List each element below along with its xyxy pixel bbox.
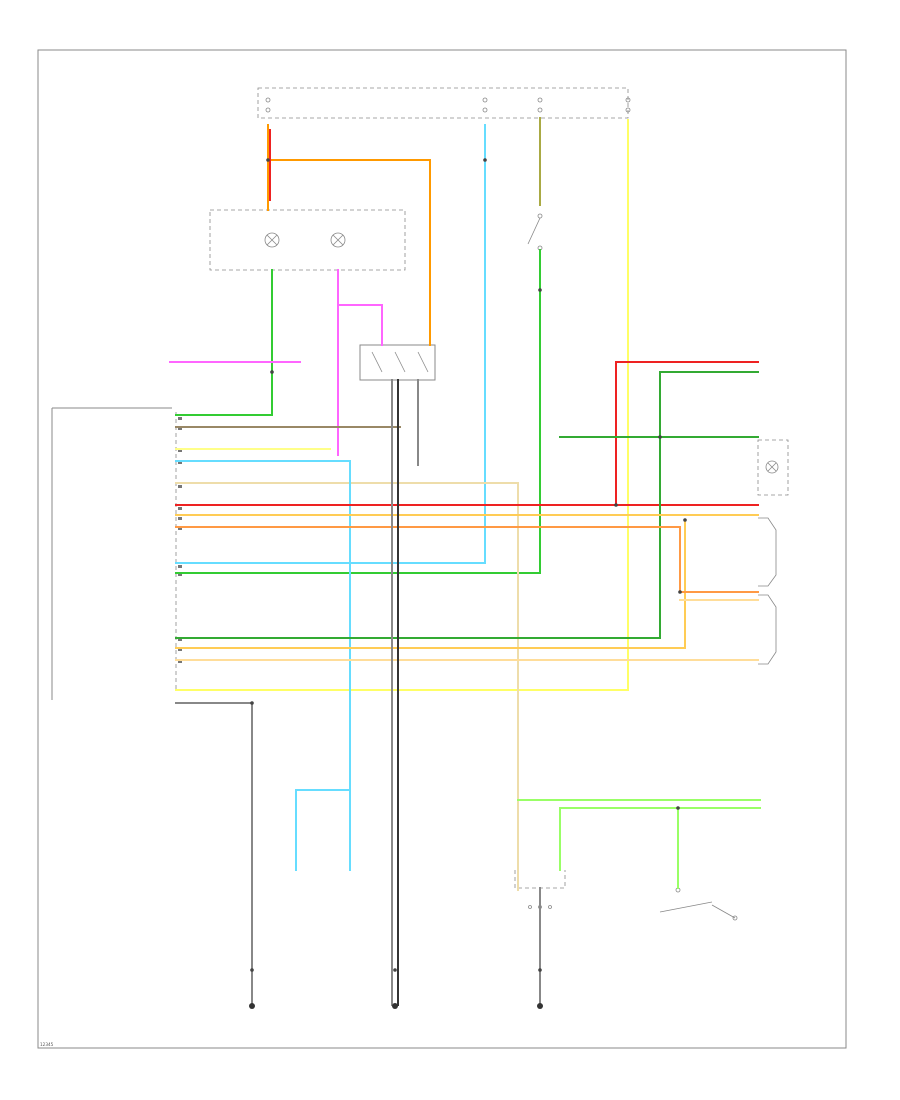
fuse-3 (537, 97, 543, 113)
wire-pink-2 (337, 269, 383, 456)
wires (169, 117, 761, 1006)
relay-contacts (371, 351, 429, 373)
relay-box (359, 344, 436, 381)
fuse-2 (482, 97, 488, 113)
selector-switch (659, 887, 738, 921)
wire-green-rear (175, 371, 759, 639)
wire-orange-feed (267, 124, 431, 346)
wire-light-blue-1 (175, 124, 486, 564)
wire-green-brake (175, 249, 541, 574)
indicator-lamp-1 (264, 232, 280, 248)
abs-module-pins (178, 417, 182, 663)
indicator-lamp-2 (330, 232, 346, 248)
wire-gray-ground-left (175, 702, 253, 1006)
wire-green-cluster (175, 269, 273, 416)
wire-light-blue-2 (175, 460, 351, 871)
ground-symbol-left (249, 1003, 255, 1009)
left-front-abs-sensor (758, 594, 777, 665)
splice-dots (250, 158, 687, 972)
right-front-abs-sensor (758, 517, 777, 587)
wire-green-4wd-2 (559, 807, 761, 871)
diagram-border (37, 49, 847, 1049)
wire-red-rear-2 (615, 361, 759, 506)
ground-symbol-right (537, 1003, 543, 1009)
fuse-4 (625, 97, 631, 113)
wire-yellow-main (175, 119, 629, 691)
wire-yellow-rf-2 (175, 519, 686, 649)
wire-orange-lf (175, 526, 759, 593)
instrument-cluster (209, 209, 406, 271)
ground-symbol-center (392, 1003, 398, 1009)
wire-light-blue-3 (295, 789, 351, 871)
wire-tan-2 (175, 482, 519, 891)
rear-abs-sensor (757, 439, 789, 496)
fuse-block-top (257, 87, 629, 119)
fuse-1 (265, 97, 271, 113)
sheet-code: 12345 (40, 1042, 54, 1047)
abs-module-bracket (51, 407, 177, 700)
brake-pedal-switch (527, 213, 543, 251)
